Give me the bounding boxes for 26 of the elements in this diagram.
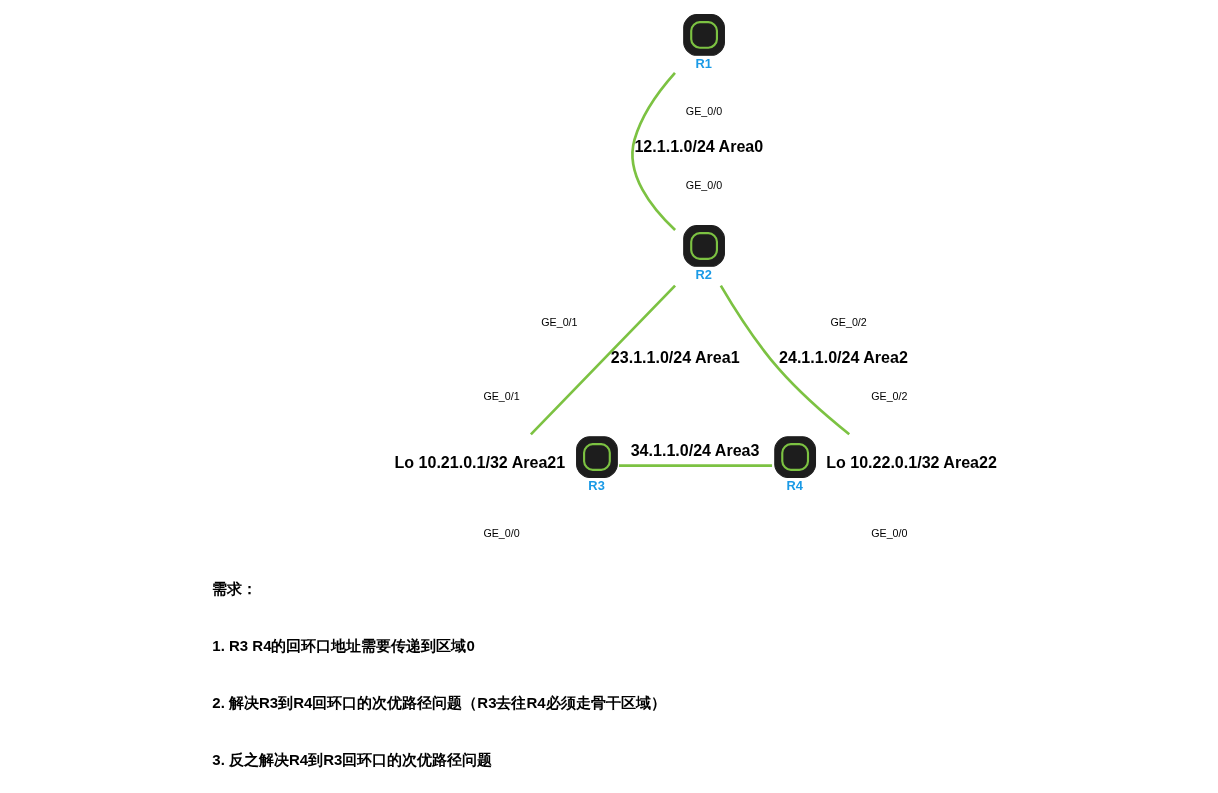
edge-label: 34.1.1.0/24 Area3	[630, 440, 760, 459]
node-label: R4	[786, 477, 803, 493]
edge-label: 12.1.1.0/24 Area0	[634, 136, 764, 155]
connector	[719, 284, 851, 436]
connector	[619, 464, 773, 467]
label: 2. 解决R3到R4回环口的次优路径问题（R3去往R4必须走骨干区域）	[212, 693, 666, 711]
label: GE_0/0	[483, 526, 520, 539]
label: GE_0/2	[830, 315, 867, 328]
label: 需求：	[212, 580, 258, 598]
node-label: R1	[695, 55, 712, 71]
connector	[631, 72, 677, 232]
node-label: R2	[695, 266, 712, 282]
label: GE_0/0	[685, 178, 723, 191]
label: GE_0/0	[685, 104, 723, 117]
edge-label: 24.1.1.0/24 Area2	[779, 347, 908, 366]
label: GE_0/2	[871, 389, 908, 402]
edge-label: 23.1.1.0/24 Area1	[610, 347, 740, 366]
label: GE_0/1	[483, 389, 520, 402]
node-label: R3	[588, 477, 605, 493]
label: 3. 反之解决R4到R3回环口的次优路径问题	[212, 750, 493, 768]
node-label: Lo 10.22.0.1/32 Area22	[826, 453, 997, 472]
label: GE_0/1	[541, 315, 578, 328]
node-label: Lo 10.21.0.1/32 Area21	[394, 453, 566, 472]
label: GE_0/0	[871, 526, 908, 539]
label: 1. R3 R4的回环口地址需要传递到区域0	[212, 637, 475, 655]
connector	[529, 284, 677, 436]
